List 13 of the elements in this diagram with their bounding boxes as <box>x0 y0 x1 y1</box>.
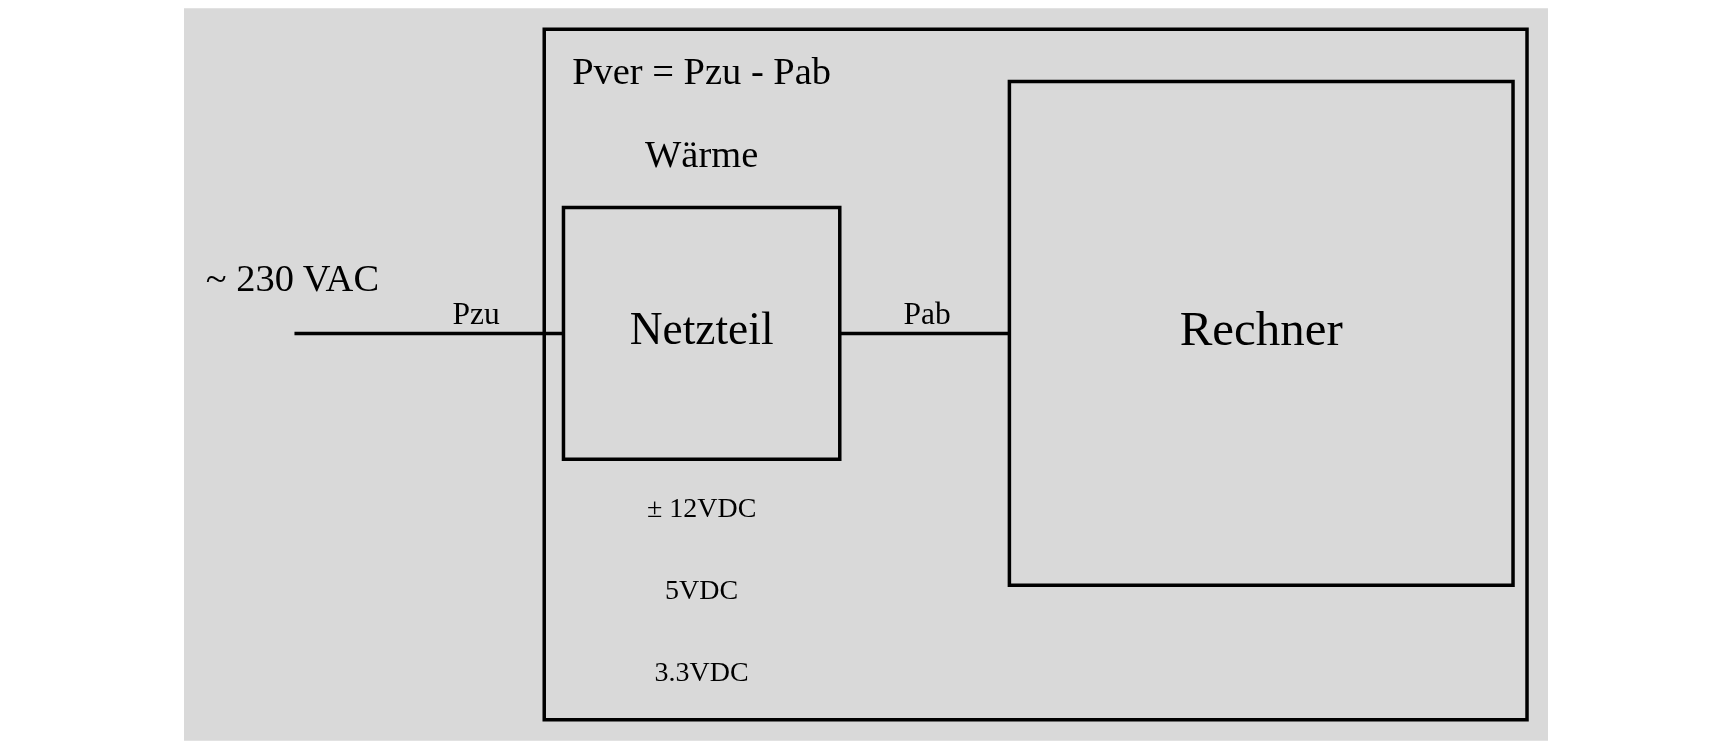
cluster <box>542 27 1529 722</box>
label: 3.3VDC <box>654 656 749 688</box>
label: 5VDC <box>665 573 739 605</box>
label: ± 12VDC <box>646 491 757 523</box>
node-box: Rechner <box>1007 79 1515 587</box>
label: Wärme <box>645 132 759 175</box>
label: ~ 230 VAC <box>205 256 380 299</box>
label: Pver = Pzu - Pab <box>572 50 832 93</box>
edge-label: Pab <box>903 295 951 331</box>
connector <box>294 331 564 336</box>
edge-label: Pzu <box>452 295 500 331</box>
connector <box>840 331 1010 336</box>
node-box: Netzteil <box>561 205 842 462</box>
